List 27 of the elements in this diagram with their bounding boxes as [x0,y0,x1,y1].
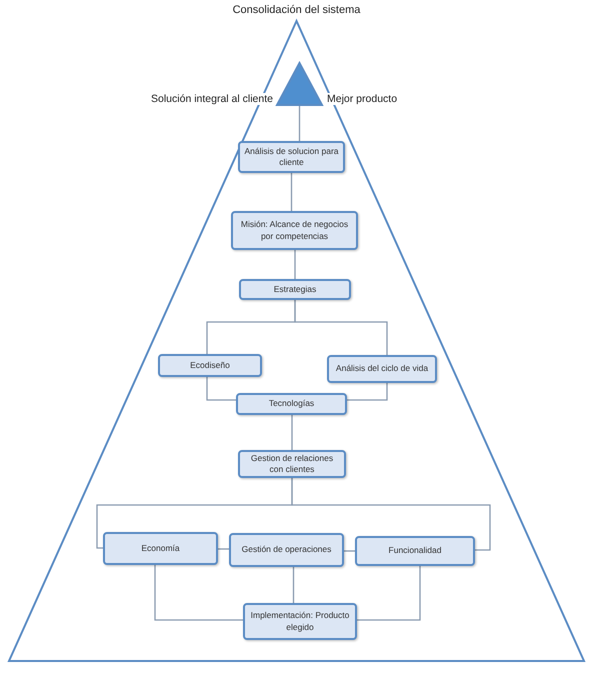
connector-line [292,567,294,603]
process-box: Gestion de relaciones con clientes [238,450,346,478]
side-label: Mejor producto [326,93,398,105]
connector-line [218,548,229,550]
connector-line [357,566,421,621]
process-box: Gestión de operaciones [229,533,344,567]
connector-line [291,478,491,551]
process-box: Implementación: Producto elegido [243,603,357,640]
process-box: Ecodiseño [158,354,262,377]
process-box: Economía [103,532,218,565]
connector-line [206,377,236,401]
process-box: Análisis del ciclo de vida [327,355,437,383]
connector-line [290,173,292,211]
pyramid-title: Consolidación del sistema [232,4,360,16]
connector-line [344,550,355,552]
connector-line [347,383,388,401]
connector-line [154,565,243,621]
connector-line [294,300,388,355]
connector-line [298,106,300,141]
connector-line [294,250,296,279]
process-box: Misión: Alcance de negocios por competencias [231,211,358,250]
process-box: Funcionalidad [355,536,475,566]
connector-line [291,415,293,450]
process-box: Estrategias [239,279,351,300]
process-box: Análisis de solucion para cliente [238,141,345,173]
process-box: Tecnologías [236,393,347,415]
side-label: Solución integral al cliente [150,93,274,105]
